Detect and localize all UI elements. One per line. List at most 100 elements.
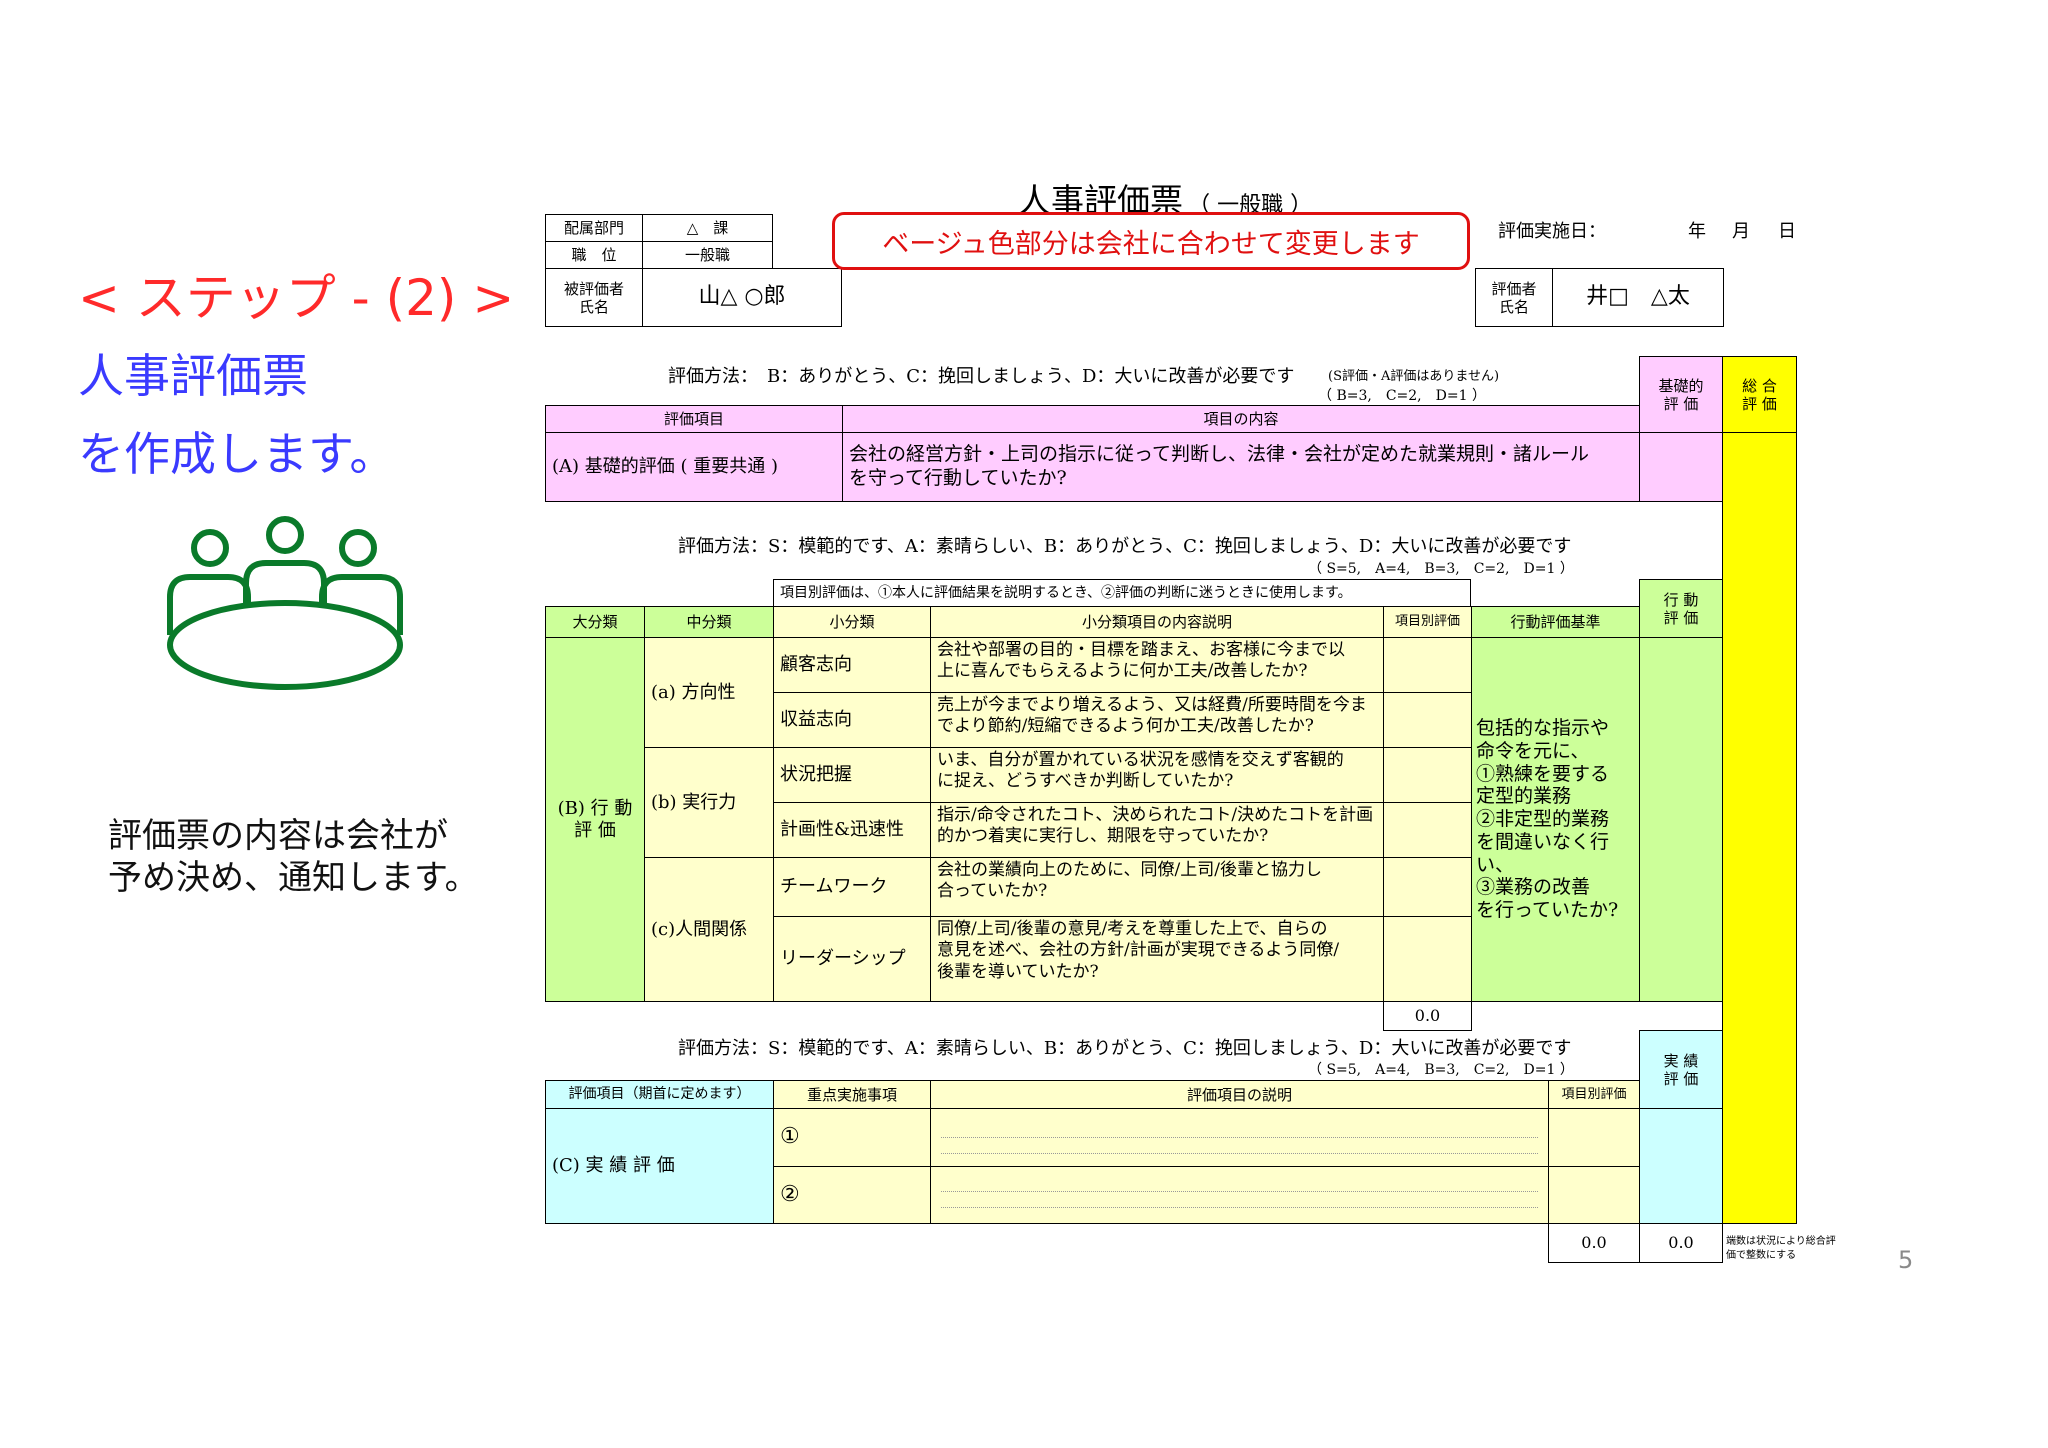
dept-value: △ 課 [642,214,773,242]
row-description-line: 上に喜んでもらえるように何か工夫/改善したか? [937,661,1308,682]
middle-category: (a) 方向性 [644,637,774,748]
item-eval-input[interactable] [1383,802,1472,858]
dotted-guide [941,1191,1538,1192]
col-basic-eval-1: 基礎的 [1658,376,1704,395]
col-item-eval: 項目別評価 [1383,606,1472,638]
note-line-1: 評価票の内容は会社が [108,816,448,856]
c-item-eval-input-2[interactable] [1548,1166,1640,1224]
criteria-line: を行っていたか? [1476,899,1619,922]
heading-line-1: 人事評価票 [78,349,308,403]
col-item-content: 項目の内容 [842,405,1640,433]
minor-category: 収益志向 [773,692,931,748]
item-eval-input[interactable] [1383,637,1472,693]
c-item-eval-input-1[interactable] [1548,1108,1640,1167]
criteria-line: い、 [1476,853,1515,876]
row-description: 指示/命令されたコト、決められたコト/決めたコトを計画 的かつ着実に実行し、期限… [930,802,1384,858]
middle-category: (c)人間関係 [644,857,774,1002]
action-criteria: 包括的な指示や 命令を元に、 ①熟練を要する 定型的業務 ②非定型的業務 を間違… [1471,637,1640,1002]
evaluee-label: 被評価者 氏名 [545,268,643,327]
row-a-basic-eval-input[interactable] [1639,432,1723,502]
results-eval-input[interactable] [1639,1108,1723,1224]
criteria-line: を間違いなく行 [1476,830,1610,853]
col-action-eval-1: 行 動 [1663,590,1699,609]
col-results-eval-1: 実 績 [1663,1051,1699,1070]
dotted-guide [941,1153,1538,1154]
item-eval-input[interactable] [1383,747,1472,803]
row-description: 売上が今までより増えるよう、又は経費/所要時間を今ま でより節約/短縮できるよう… [930,692,1384,748]
row-description-line: 後輩を導いていたか? [937,961,1099,982]
section-a-method: 評価方法： B：ありがとう、C：挽回しましょう、D：大いに改善が必要です [668,366,1295,387]
col-results-eval: 実 績 評 価 [1639,1030,1723,1109]
col-basic-eval: 基礎的 評 価 [1639,356,1723,433]
c-description-input-2[interactable] [930,1166,1549,1224]
col-c-focus: 重点実施事項 [773,1080,931,1109]
section-b-scale: （ S=5, A=4, B=3, C=2, D=1 ） [1308,561,1574,577]
minor-category: 顧客志向 [773,637,931,693]
criteria-line: ①熟練を要する [1476,762,1610,785]
section-c-subtotal-2: 0.0 [1639,1223,1723,1263]
row-description: 会社の業績向上のために、同僚/上司/後輩と協力し 合っていたか? [930,857,1384,917]
col-c-description: 評価項目の説明 [930,1080,1549,1109]
col-basic-eval-2: 評 価 [1663,394,1699,413]
section-a-scale: （ B=3, C=2, D=1 ） [1318,388,1486,404]
row-description-line: 指示/命令されたコト、決められたコト/決めたコトを計画 [937,805,1374,825]
item-eval-input[interactable] [1383,692,1472,748]
section-b-note: 項目別評価は、①本人に評価結果を説明するとき、②評価の判断に迷うときに使用します… [773,579,1471,607]
c-description-input-1[interactable] [930,1108,1549,1167]
evaluator-label: 評価者 氏名 [1475,268,1553,327]
col-action-eval: 行 動 評 価 [1639,579,1723,638]
focus-mark-1: ① [773,1108,931,1167]
date-label: 評価実施日： [1498,221,1606,242]
focus-mark-2: ② [773,1166,931,1224]
col-c-item: 評価項目（期首に定めます） [545,1080,774,1109]
callout-text: ベージュ色部分は会社に合わせて変更します [882,228,1420,260]
section-c-scale: （ S=5, A=4, B=3, C=2, D=1 ） [1308,1062,1574,1078]
dept-label: 配属部門 [545,214,643,242]
row-description: いま、自分が置かれている状況を感情を交えず客観的 に捉え、どうすべきか判断してい… [930,747,1384,803]
col-action-eval-2: 評 価 [1663,608,1699,627]
position-label: 職 位 [545,241,643,269]
section-c-method: 評価方法：S：模範的です、A：素晴らしい、B：ありがとう、C：挽回しましょう、D… [678,1038,1572,1059]
item-eval-input[interactable] [1383,857,1472,917]
action-eval-input[interactable] [1639,637,1723,1002]
row-description-line: 合っていたか? [937,881,1048,902]
minor-category: 状況把握 [773,747,931,803]
evaluee-name: 山△ ○郎 [642,268,842,327]
page-number: 5 [1898,1246,1914,1274]
criteria-line: 命令を元に、 [1476,739,1590,762]
section-b-method: 評価方法：S：模範的です、A：素晴らしい、B：ありがとう、C：挽回しましょう、D… [678,536,1572,557]
evaluator-label-1: 評価者 [1491,279,1537,298]
evaluator-label-2: 氏名 [1498,297,1529,316]
col-c-item-eval: 項目別評価 [1548,1080,1640,1109]
total-eval-column[interactable] [1722,432,1797,1224]
row-description-line: いま、自分が置かれている状況を感情を交えず客観的 [937,750,1344,770]
row-description-line: 会社の業績向上のために、同僚/上司/後輩と協力し [937,860,1322,880]
dotted-guide [941,1137,1538,1138]
minor-category: リーダーシップ [773,916,931,1002]
row-description-line: 同僚/上司/後輩の意見/考えを尊重した上で、自らの [937,919,1328,939]
col-minor: 小分類 [773,606,931,638]
footnote-line-2: 価で整数にする [1726,1250,1797,1261]
middle-category: (b) 実行力 [644,747,774,858]
major-category: (B) 行 動 評 価 [545,637,645,1002]
row-description: 同僚/上司/後輩の意見/考えを尊重した上で、自らの 意見を述べ、会社の方針/計画… [930,916,1384,1002]
row-a-content-1: 会社の経営方針・上司の指示に従って判断し、法律・会社が定めた就業規則・諸ルール [849,443,1590,466]
dotted-guide [941,1207,1538,1208]
item-eval-input[interactable] [1383,916,1472,1002]
position-value: 一般職 [642,241,773,269]
major-category-2: 評 価 [574,819,616,841]
col-middle: 中分類 [644,606,774,638]
date-year: 年 [1688,221,1706,242]
step-title: < ステップ - (2) > [78,269,515,327]
date-month: 月 [1732,221,1750,242]
row-a-content: 会社の経営方針・上司の指示に従って判断し、法律・会社が定めた就業規則・諸ルール … [842,432,1640,502]
minor-category: チームワーク [773,857,931,917]
section-c-subtotal-1: 0.0 [1548,1223,1640,1263]
col-criteria: 行動評価基準 [1471,606,1640,638]
row-description-line: でより節約/短縮できるよう何か工夫/改善したか? [937,716,1314,737]
row-a-item: (A) 基礎的評価 ( 重要共通 ) [545,432,843,502]
col-total-eval-1: 総 合 [1742,376,1777,395]
col-results-eval-2: 評 価 [1663,1069,1699,1088]
evaluee-label-1: 被評価者 [563,279,624,298]
row-a-content-2: を守って行動していたか? [849,467,1067,489]
